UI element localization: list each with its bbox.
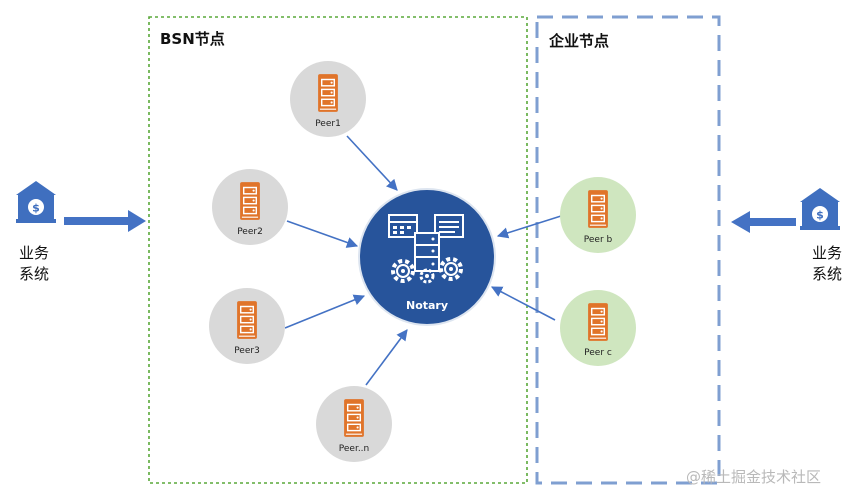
business-system-left-line1: 业务 xyxy=(19,244,50,262)
enterprise-zone-title: 企业节点 xyxy=(549,32,610,50)
arrow-peerb-to-notary xyxy=(496,215,562,239)
arrow-right-business-to-enterprise xyxy=(731,211,796,233)
peer-label: Peer2 xyxy=(237,227,263,237)
peer-label: Peer b xyxy=(584,235,613,245)
enterprise-zone-border xyxy=(535,15,721,485)
peer-label: Peer3 xyxy=(234,346,260,356)
server-icon xyxy=(587,302,609,342)
peer-node: Peer3 xyxy=(209,288,285,364)
peer-label: Peer c xyxy=(584,348,612,358)
arrow-peerc-to-notary xyxy=(491,286,556,321)
peer-node-enterprise: Peer c xyxy=(560,290,636,366)
notary-icon xyxy=(388,214,464,284)
arrow-peern-to-notary xyxy=(365,329,408,386)
peer-node: Peer2 xyxy=(212,169,288,245)
arrow-left-business-to-bsn xyxy=(64,210,146,232)
server-icon xyxy=(343,398,365,438)
business-system-right-line2: 系统 xyxy=(812,265,843,283)
notary-node: Notary xyxy=(358,188,496,326)
bsn-zone-title: BSN节点 xyxy=(160,30,225,48)
business-system-left-line2: 系统 xyxy=(19,265,50,283)
notary-label: Notary xyxy=(406,299,448,312)
arrow-peer3-to-notary xyxy=(284,294,366,329)
peer-label: Peer1 xyxy=(315,119,341,129)
server-icon xyxy=(587,189,609,229)
bank-icon-right xyxy=(800,188,840,230)
watermark: @稀土掘金技术社区 xyxy=(686,468,822,486)
server-icon xyxy=(239,181,261,221)
peer-node-enterprise: Peer b xyxy=(560,177,636,253)
peer-node: Peer..n xyxy=(316,386,392,462)
server-icon xyxy=(317,73,339,113)
arrow-peer2-to-notary xyxy=(286,220,359,248)
peer-label: Peer..n xyxy=(339,444,369,454)
arrow-peer1-to-notary xyxy=(346,135,398,191)
business-system-right-line1: 业务 xyxy=(812,244,843,262)
bsn-zone-border xyxy=(148,16,528,484)
bank-icon-left xyxy=(16,181,56,223)
peer-node: Peer1 xyxy=(290,61,366,137)
server-icon xyxy=(236,300,258,340)
